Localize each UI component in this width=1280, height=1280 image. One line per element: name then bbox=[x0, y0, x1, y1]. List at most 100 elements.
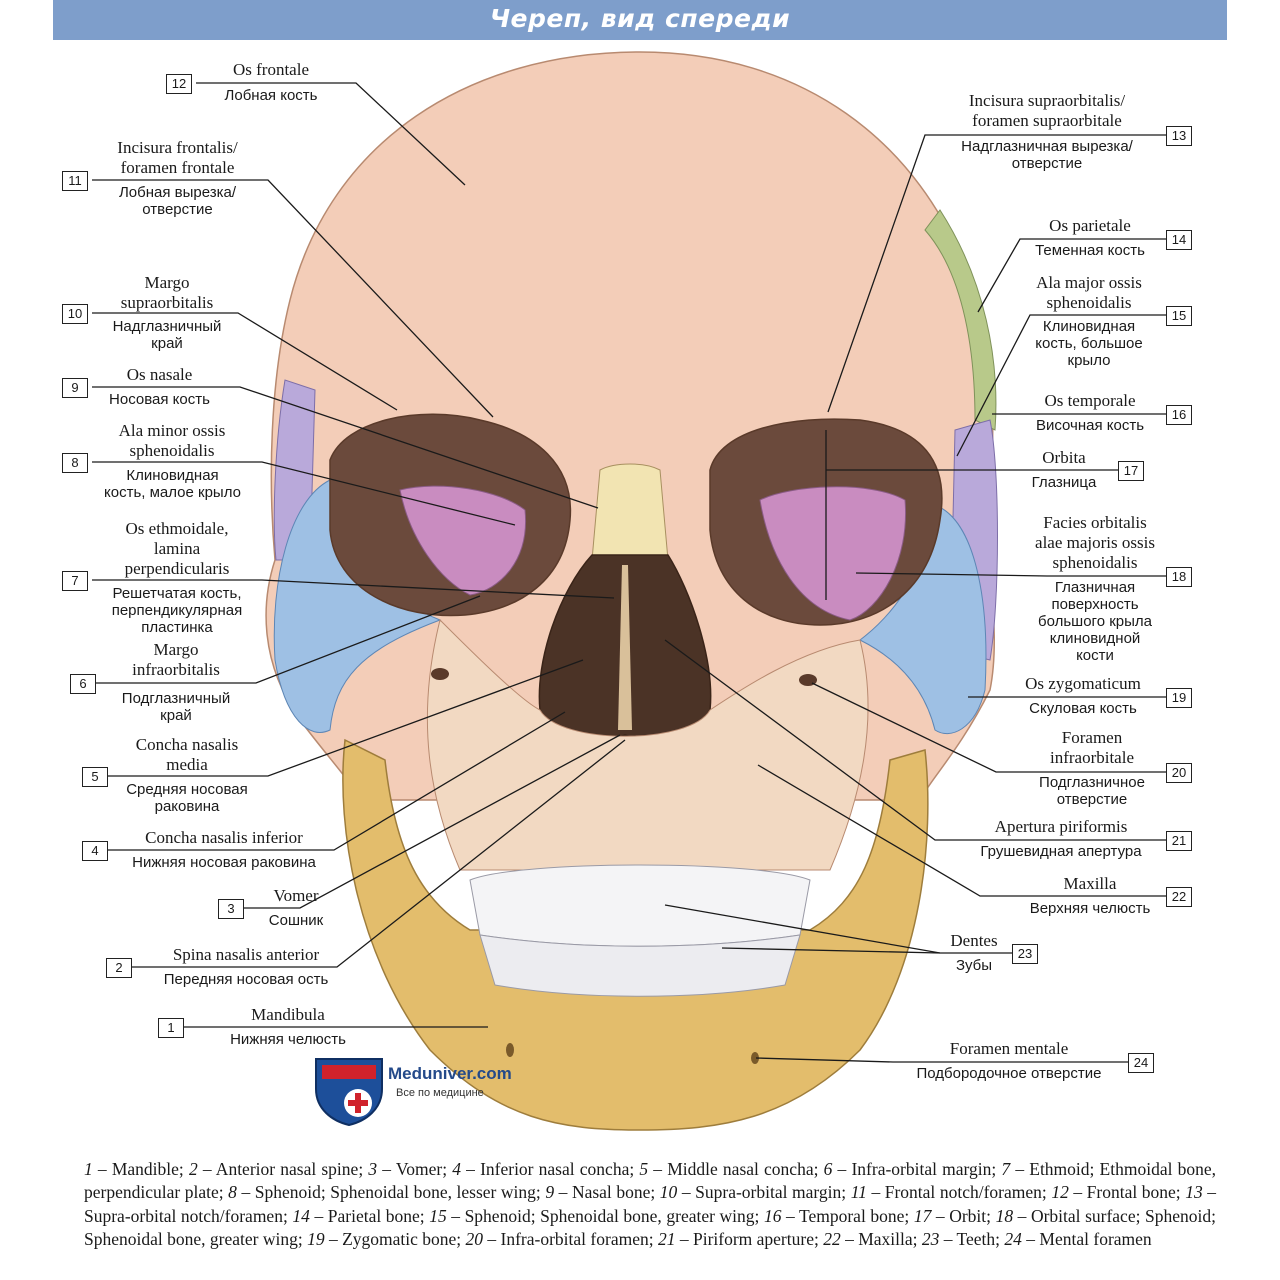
legend-text: – Sphenoid; Sphenoidal bone, lesser wing… bbox=[236, 1182, 546, 1203]
label-ru-5: Средняя носовая раковина bbox=[126, 781, 248, 815]
legend-text: – Orbital surface; Sphenoid; Sphenoidal … bbox=[84, 1205, 1216, 1250]
meduniver-shield-icon bbox=[315, 1058, 383, 1127]
label-latin-18: Facies orbitalis alae majoris ossis sphe… bbox=[1035, 513, 1155, 572]
label-latin-11: Incisura frontalis/ foramen frontale bbox=[117, 138, 238, 177]
legend-number: 6 bbox=[823, 1159, 833, 1179]
label-latin-22: Maxilla bbox=[1063, 874, 1117, 893]
label-latin-14: Os parietale bbox=[1049, 216, 1131, 235]
label-num-9: 9 bbox=[62, 378, 88, 398]
label-ru-11: Лобная вырезка/ отверстие bbox=[118, 184, 237, 218]
legend-text: – Piriform aperture; bbox=[675, 1229, 824, 1250]
legend-number: 1 bbox=[84, 1159, 93, 1179]
label-num-14: 14 bbox=[1166, 230, 1192, 250]
teeth-lower bbox=[479, 934, 801, 997]
label-ru-15: Клиновидная кость, большое крыло bbox=[1035, 318, 1143, 369]
label-ru-7: Решетчатая кость, перпендикулярная пласт… bbox=[111, 585, 243, 636]
legend-number: 18 bbox=[995, 1205, 1014, 1226]
label-ru-1: Нижняя челюсть bbox=[230, 1031, 346, 1048]
orbit-left-sphenoid bbox=[399, 485, 527, 596]
header-bar: Череп, вид спереди bbox=[53, 0, 1227, 40]
legend-number: 9 bbox=[545, 1182, 555, 1203]
label-num-20: 20 bbox=[1166, 763, 1192, 783]
label-latin-4: Concha nasalis inferior bbox=[145, 828, 303, 847]
label-num-15: 15 bbox=[1166, 306, 1192, 326]
legend-text: – Parietal bone; bbox=[309, 1205, 430, 1226]
legend-text: – Teeth; bbox=[939, 1229, 1005, 1250]
label-latin-1: Mandibula bbox=[251, 1005, 325, 1024]
legend-number: 11 bbox=[850, 1182, 867, 1203]
legend-number: 20 bbox=[465, 1229, 484, 1250]
label-num-7: 7 bbox=[62, 571, 88, 591]
teeth-upper bbox=[469, 864, 811, 947]
legend: 1 – Mandible; 2 – Anterior nasal spine; … bbox=[84, 1158, 1216, 1252]
legend-number: 21 bbox=[657, 1229, 676, 1250]
legend-text: – Inferior nasal concha; bbox=[460, 1159, 640, 1179]
label-latin-21: Apertura piriformis bbox=[994, 817, 1128, 836]
vomer bbox=[618, 565, 632, 730]
label-num-22: 22 bbox=[1166, 887, 1192, 907]
label-ru-20: Подглазничное отверстие bbox=[1039, 774, 1145, 808]
label-num-3: 3 bbox=[218, 899, 244, 919]
label-ru-21: Грушевидная апертура bbox=[980, 843, 1142, 860]
label-num-11: 11 bbox=[62, 171, 88, 191]
label-latin-17: Orbita bbox=[1042, 448, 1086, 467]
label-latin-8: Ala minor ossis sphenoidalis bbox=[118, 421, 226, 460]
label-latin-7: Os ethmoidale, lamina perpendicularis bbox=[124, 519, 230, 578]
mental-foramen-right bbox=[751, 1052, 759, 1064]
legend-text: – Infra-orbital foramen; bbox=[483, 1229, 658, 1250]
legend-text: – Maxilla; bbox=[840, 1229, 922, 1250]
legend-number: 3 bbox=[368, 1159, 378, 1179]
legend-text: – Vomer; bbox=[377, 1159, 453, 1179]
label-ru-8: Клиновидная кость, малое крыло bbox=[104, 467, 241, 501]
legend-text: – Anterior nasal spine; bbox=[197, 1159, 369, 1179]
label-ru-17: Глазница bbox=[1031, 474, 1097, 491]
label-ru-12: Лобная кость bbox=[224, 87, 318, 104]
legend-text: – Frontal bone; bbox=[1068, 1182, 1186, 1203]
label-num-19: 19 bbox=[1166, 688, 1192, 708]
legend-number: 24 bbox=[1004, 1229, 1022, 1250]
legend-text: – Supra-orbital notch/foramen; bbox=[84, 1182, 1217, 1226]
legend-text: – Temporal bone; bbox=[781, 1205, 914, 1226]
legend-number: 4 bbox=[452, 1159, 461, 1179]
label-num-8: 8 bbox=[62, 453, 88, 473]
label-ru-19: Скуловая кость bbox=[1029, 700, 1137, 717]
label-ru-2: Передняя носовая ость bbox=[163, 971, 329, 988]
maxilla bbox=[426, 619, 869, 871]
legend-text: – Infra-orbital margin; bbox=[832, 1159, 1002, 1179]
label-ru-14: Теменная кость bbox=[1035, 242, 1145, 259]
label-ru-4: Нижняя носовая раковина bbox=[132, 854, 316, 871]
label-latin-19: Os zygomaticum bbox=[1025, 674, 1141, 693]
legend-text: – Zygomatic bone; bbox=[324, 1229, 466, 1250]
label-num-17: 17 bbox=[1118, 461, 1144, 481]
label-num-12: 12 bbox=[166, 74, 192, 94]
label-latin-23: Dentes bbox=[950, 931, 998, 950]
label-latin-24: Foramen mentale bbox=[949, 1039, 1069, 1058]
legend-text: – Mandible; bbox=[92, 1159, 189, 1179]
legend-text: – Middle nasal concha; bbox=[648, 1159, 824, 1179]
label-latin-16: Os temporale bbox=[1044, 391, 1136, 410]
label-num-24: 24 bbox=[1128, 1053, 1154, 1073]
nasal-bone bbox=[591, 463, 669, 561]
label-num-16: 16 bbox=[1166, 405, 1192, 425]
label-num-2: 2 bbox=[106, 958, 132, 978]
legend-text: – Supra-orbital margin; bbox=[677, 1182, 851, 1203]
label-latin-10: Margo supraorbitalis bbox=[120, 273, 214, 312]
label-latin-2: Spina nasalis anterior bbox=[172, 945, 320, 964]
label-ru-6: Подглазничный край bbox=[121, 690, 231, 724]
mental-foramen-left bbox=[506, 1043, 514, 1057]
label-latin-5: Concha nasalis media bbox=[135, 735, 239, 774]
page-title: Череп, вид спереди bbox=[489, 4, 791, 33]
label-latin-3: Vomer bbox=[273, 886, 319, 905]
label-num-10: 10 bbox=[62, 304, 88, 324]
legend-text: – Orbit; bbox=[931, 1205, 996, 1226]
label-ru-9: Носовая кость bbox=[109, 391, 210, 408]
orbit-right-sphenoid bbox=[759, 486, 907, 621]
legend-text: – Sphenoid; Sphenoidal bone, greater win… bbox=[446, 1205, 764, 1226]
legend-number: 5 bbox=[639, 1159, 649, 1179]
label-ru-23: Зубы bbox=[955, 957, 993, 974]
legend-number: 7 bbox=[1001, 1159, 1011, 1179]
label-num-1: 1 bbox=[158, 1018, 184, 1038]
label-ru-22: Верхняя челюсть bbox=[1029, 900, 1151, 917]
legend-number: 17 bbox=[913, 1205, 932, 1226]
